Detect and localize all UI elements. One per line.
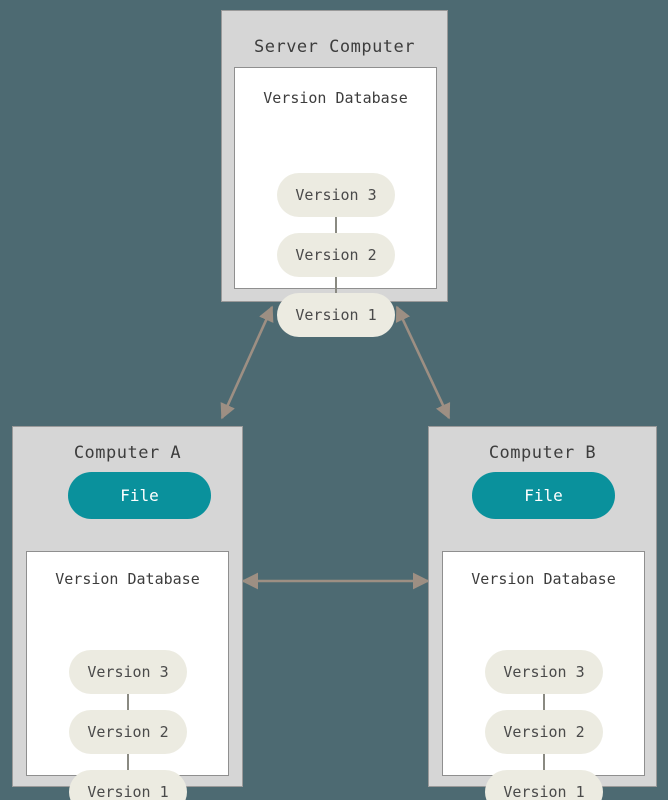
- server-version-link-2-1: [335, 277, 337, 297]
- computer-a-version-link-2-1: [127, 754, 129, 774]
- computer-a-version-link-3-2: [127, 694, 129, 714]
- computer-b-version-link-3-2: [543, 694, 545, 714]
- computer-a-box[interactable]: Computer A File Version Database Version…: [12, 426, 243, 800]
- computer-b-version-pill[interactable]: Version 3: [485, 650, 603, 694]
- computer-b-title: Computer B: [488, 443, 597, 463]
- computer-b-box[interactable]: Computer B File Version Database Version…: [428, 426, 657, 800]
- server-computer-title: Server Computer: [253, 37, 416, 57]
- computer-b-version-link-2-1: [543, 754, 545, 774]
- computer-a-version-pill[interactable]: Version 1: [69, 770, 187, 800]
- server-version-pill[interactable]: Version 3: [277, 173, 395, 217]
- computer-b-file-pill[interactable]: File: [472, 472, 615, 519]
- computer-a-version-pill[interactable]: Version 3: [69, 650, 187, 694]
- computer-a-file-pill[interactable]: File: [68, 472, 211, 519]
- server-version-link-3-2: [335, 217, 337, 237]
- server-version-pill[interactable]: Version 2: [277, 233, 395, 277]
- arrow-server-to-computer-a: [220, 305, 274, 420]
- server-version-database-box[interactable]: Version Database Version 3 Version 2 Ver…: [234, 67, 437, 337]
- computer-a-version-pill[interactable]: Version 2: [69, 710, 187, 754]
- server-computer-box[interactable]: Server Computer Version Database Version…: [221, 10, 448, 337]
- server-version-pill[interactable]: Version 1: [277, 293, 395, 337]
- computer-a-version-database-title: Version Database: [55, 570, 200, 588]
- computer-b-version-database-box[interactable]: Version Database Version 3 Version 2 Ver…: [442, 551, 645, 800]
- server-version-database-title: Version Database: [263, 89, 408, 107]
- computer-a-version-database-box[interactable]: Version Database Version 3 Version 2 Ver…: [26, 551, 229, 800]
- computer-b-version-pill[interactable]: Version 2: [485, 710, 603, 754]
- computer-a-title: Computer A: [73, 443, 182, 463]
- arrow-server-to-computer-b: [395, 305, 451, 420]
- computer-b-version-database-title: Version Database: [471, 570, 616, 588]
- computer-b-version-pill[interactable]: Version 1: [485, 770, 603, 800]
